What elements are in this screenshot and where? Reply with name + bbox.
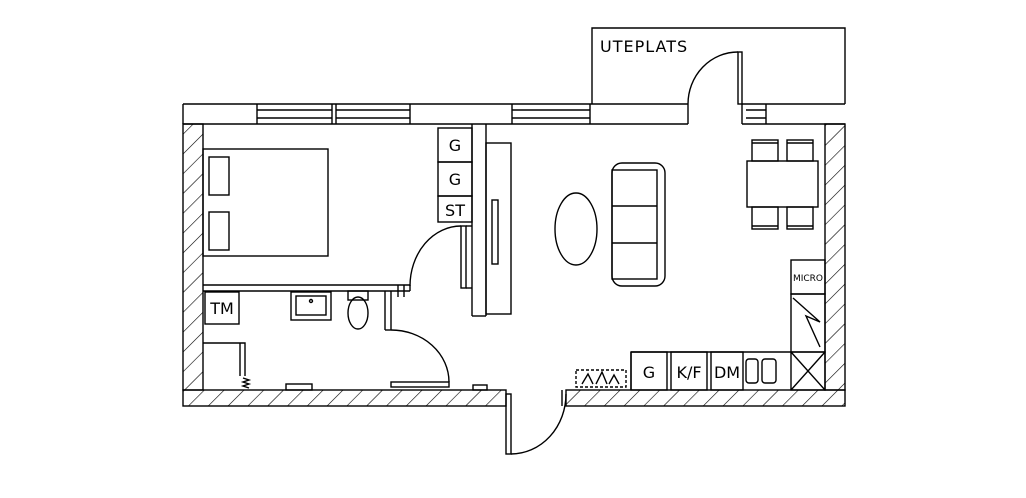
window-top-1: [256, 104, 333, 124]
label-fridge-freezer: K/F: [676, 363, 701, 382]
label-patio: UTEPLATS: [600, 37, 688, 56]
patio-door: [687, 51, 743, 105]
tall-cabinet: [790, 293, 826, 353]
label-wardrobe-2: G: [449, 170, 461, 189]
dining-table: [746, 160, 819, 208]
toilet: [347, 290, 369, 330]
sofa: [611, 162, 666, 287]
bedroom-door: [409, 225, 467, 289]
fridge-freezer: [670, 351, 708, 391]
dining-chair-3: [751, 206, 779, 230]
label-dishwasher: DM: [714, 363, 740, 382]
top-wall: [182, 103, 845, 125]
label-wardrobe-1: G: [449, 136, 461, 155]
media-unit: [485, 142, 512, 315]
bottom-wall-right: [565, 389, 846, 407]
window-top-3: [511, 104, 591, 124]
sink: [290, 291, 332, 321]
shower: [203, 342, 252, 389]
dining-chair-1: [751, 139, 779, 162]
label-microwave: MICRO: [793, 274, 823, 284]
dining-chair-4: [786, 206, 814, 230]
dining-chair-2: [786, 139, 814, 162]
entrance-door: [505, 390, 567, 455]
dishwasher: [710, 351, 744, 391]
bottom-wall-left: [182, 389, 507, 407]
interior-wall-column: [466, 124, 487, 317]
label-kitchen-cabinet: G: [643, 363, 655, 382]
label-washer: TM: [209, 299, 234, 318]
bathroom-door: [390, 329, 450, 388]
bathroom-floor-drain: [285, 383, 313, 391]
right-wall: [824, 123, 846, 391]
rug: [554, 192, 598, 266]
patio-outline: [591, 27, 846, 104]
bathroom-wall: [384, 285, 405, 331]
label-storage: ST: [445, 201, 465, 220]
left-wall: [182, 123, 204, 391]
window-top-2: [335, 104, 411, 124]
window-top-4: [746, 104, 767, 124]
threshold-vent: [472, 384, 488, 391]
bed: [202, 148, 329, 257]
kitchen-cabinet: [630, 351, 668, 391]
bedroom-partition: [203, 284, 411, 292]
shoe-rack: [575, 369, 627, 388]
corner-cabinet: [790, 351, 826, 391]
kitchen-sink: [745, 358, 777, 384]
washing-machine: [204, 291, 240, 325]
